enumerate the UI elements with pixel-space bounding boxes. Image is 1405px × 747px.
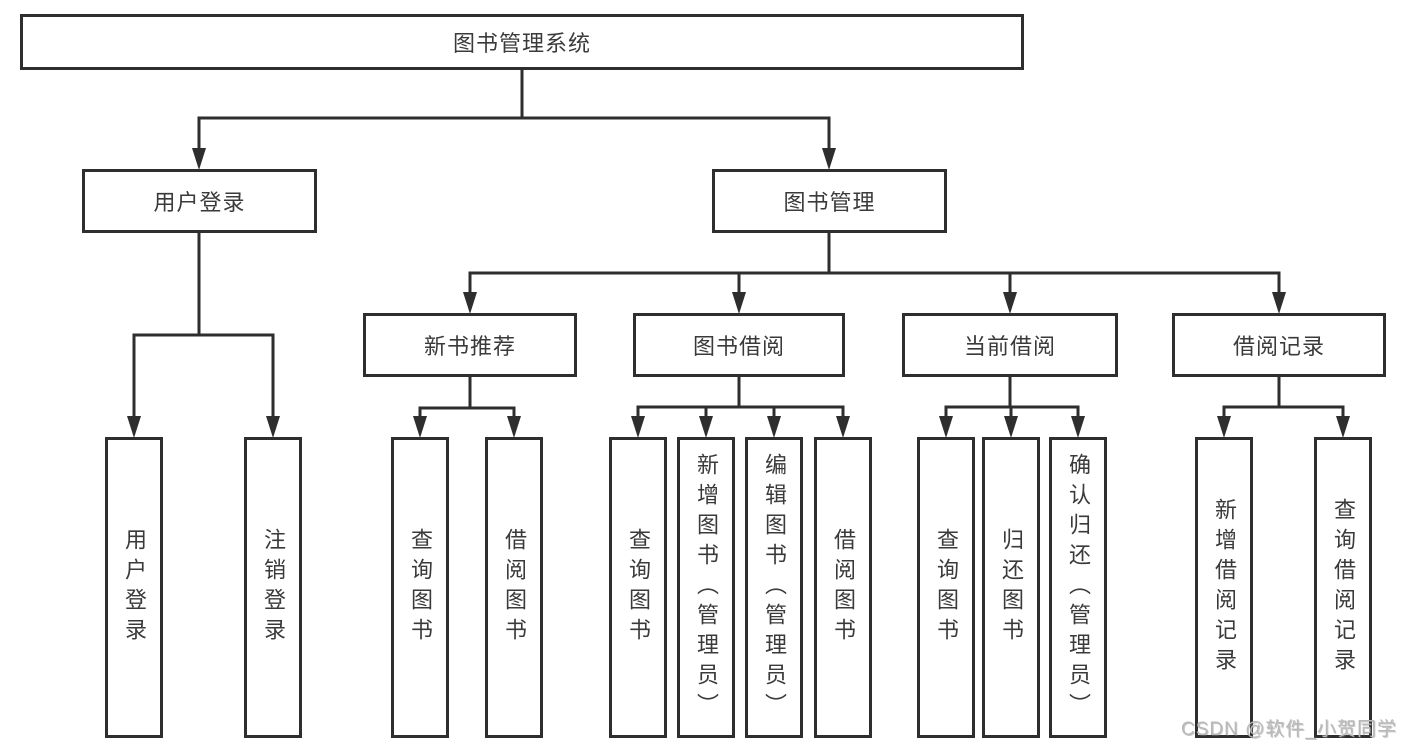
leaf-logout-login: 注销登录 — [244, 437, 302, 738]
leaf-current-confirm-return-admin: 确认归还（管理员） — [1049, 437, 1107, 738]
node-book-borrow: 图书借阅 — [633, 313, 845, 377]
leaf-records-query-borrow-record: 查询借阅记录 — [1314, 437, 1372, 738]
leaf-current-query-book: 查询图书 — [917, 437, 975, 738]
leaf-borrow-add-book-admin: 新增图书（管理员） — [677, 437, 735, 738]
leaf-current-return-book: 归还图书 — [982, 437, 1040, 738]
node-book-management: 图书管理 — [712, 169, 947, 233]
node-user-login: 用户登录 — [82, 169, 317, 233]
leaf-borrow-edit-book-admin: 编辑图书（管理员） — [745, 437, 803, 738]
node-current-borrow: 当前借阅 — [902, 313, 1118, 377]
leaf-borrow-borrow-book: 借阅图书 — [814, 437, 872, 738]
node-borrow-records: 借阅记录 — [1172, 313, 1386, 377]
leaf-user-login: 用户登录 — [105, 437, 163, 738]
leaf-records-add-borrow-record: 新增借阅记录 — [1195, 437, 1253, 738]
node-root: 图书管理系统 — [20, 14, 1024, 70]
leaf-newbooks-borrow-book: 借阅图书 — [485, 437, 543, 738]
watermark: CSDN @软件_小贺同学 — [1181, 719, 1397, 740]
node-new-book-recommend: 新书推荐 — [363, 313, 577, 377]
leaf-newbooks-query-book: 查询图书 — [391, 437, 449, 738]
leaf-borrow-query-book: 查询图书 — [609, 437, 667, 738]
